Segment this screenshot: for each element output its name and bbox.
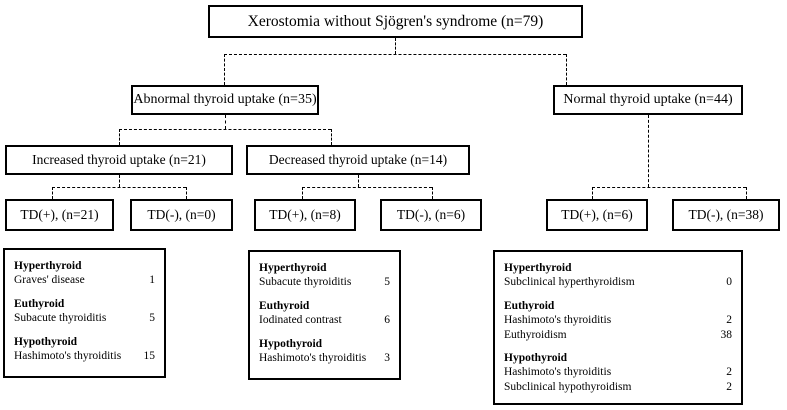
detail-group: Euthyroid Iodinated contrast 6 xyxy=(259,299,390,328)
detail-group-header: Hypothyroid xyxy=(14,335,78,348)
detail-box-normal-td-positive: Hyperthyroid Subclinical hyperthyroidism… xyxy=(493,250,743,405)
detail-group-header: Hyperthyroid xyxy=(259,262,327,274)
detail-group-header: Hypothyroid xyxy=(504,351,568,364)
detail-row: Hashimoto's thyroiditis 3 xyxy=(259,351,390,365)
detail-row-count: 2 xyxy=(726,380,732,393)
detail-group-header: Hyperthyroid xyxy=(14,260,82,272)
detail-box-decreased-td-positive: Hyperthyroid Subacute thyroiditis 5 Euth… xyxy=(248,250,401,380)
detail-group-header: Euthyroid xyxy=(504,299,555,312)
detail-row-name: Hashimoto's thyroiditis xyxy=(259,351,367,364)
detail-row-count: 2 xyxy=(726,366,732,379)
connector-decreased-branch xyxy=(302,187,432,188)
node-normal-thyroid-uptake: Normal thyroid uptake (n=44) xyxy=(553,85,743,115)
connector-normal-stem xyxy=(648,115,649,187)
detail-group: Hyperthyroid Subacute thyroiditis 5 xyxy=(259,261,390,290)
detail-group: Hypothyroid Hashimoto's thyroiditis 15 xyxy=(14,335,155,364)
connector-root-stem xyxy=(395,38,396,54)
detail-row: Hashimoto's thyroiditis 2 xyxy=(504,365,732,379)
detail-group: Hyperthyroid Subclinical hyperthyroidism… xyxy=(504,261,732,290)
detail-row-count: 6 xyxy=(384,314,390,327)
connector-abnormal-to-decreased xyxy=(331,129,332,145)
connector-increased-to-td-positive xyxy=(52,187,53,199)
detail-row: Euthyroidism 38 xyxy=(504,328,732,342)
detail-row-count: 15 xyxy=(143,349,156,362)
detail-row: Hashimoto's thyroiditis 2 xyxy=(504,313,732,327)
detail-group: Hypothyroid Hashimoto's thyroiditis 2 Su… xyxy=(504,351,732,394)
detail-row: Subclinical hyperthyroidism 0 xyxy=(504,275,732,289)
detail-row-name: Graves' disease xyxy=(14,274,85,287)
detail-row-count: 1 xyxy=(149,274,155,287)
connector-decreased-stem xyxy=(358,175,359,187)
detail-row: Subclinical hypothyroidism 2 xyxy=(504,380,732,394)
detail-group-header: Hyperthyroid xyxy=(504,262,572,274)
detail-row: Subacute thyroiditis 5 xyxy=(259,275,390,289)
connector-abnormal-branch xyxy=(119,129,331,130)
detail-row-name: Euthyroidism xyxy=(504,328,567,341)
node-abnormal-thyroid-uptake: Abnormal thyroid uptake (n=35) xyxy=(131,85,319,115)
detail-group-header: Euthyroid xyxy=(14,297,65,310)
detail-group-header: Hypothyroid xyxy=(259,337,323,350)
node-td-positive-decreased: TD(+), (n=8) xyxy=(254,199,356,231)
connector-root-to-normal xyxy=(566,54,567,85)
detail-box-increased-td-positive: Hyperthyroid Graves' disease 1 Euthyroid… xyxy=(3,248,166,378)
detail-row-count: 3 xyxy=(384,351,390,364)
detail-row-name: Subacute thyroiditis xyxy=(14,312,107,325)
detail-row-name: Subclinical hypothyroidism xyxy=(504,380,632,393)
detail-group: Hyperthyroid Graves' disease 1 xyxy=(14,259,155,288)
detail-row-count: 0 xyxy=(726,276,732,289)
connector-abnormal-to-increased xyxy=(119,129,120,145)
node-td-negative-decreased: TD(-), (n=6) xyxy=(380,199,482,231)
detail-row-count: 38 xyxy=(720,328,733,341)
node-td-negative-normal: TD(-), (n=38) xyxy=(672,199,780,231)
detail-row-name: Hashimoto's thyroiditis xyxy=(504,314,612,327)
detail-row-name: Iodinated contrast xyxy=(259,314,342,327)
detail-row-name: Hashimoto's thyroiditis xyxy=(14,349,122,362)
connector-increased-stem xyxy=(119,175,120,187)
detail-row-count: 5 xyxy=(384,276,390,289)
detail-row: Subacute thyroiditis 5 xyxy=(14,311,155,325)
connector-normal-to-td-negative xyxy=(746,187,747,199)
node-root-xerostomia: Xerostomia without Sjögren's syndrome (n… xyxy=(208,5,583,38)
detail-row: Hashimoto's thyroiditis 15 xyxy=(14,349,155,363)
detail-row: Graves' disease 1 xyxy=(14,273,155,287)
connector-increased-to-td-negative xyxy=(186,187,187,199)
detail-group: Euthyroid Subacute thyroiditis 5 xyxy=(14,297,155,326)
connector-abnormal-stem xyxy=(225,115,226,129)
connector-root-branch xyxy=(224,54,566,55)
node-td-positive-increased: TD(+), (n=21) xyxy=(5,199,114,231)
connector-normal-branch xyxy=(592,187,746,188)
detail-row-name: Subclinical hyperthyroidism xyxy=(504,276,635,289)
node-decreased-thyroid-uptake: Decreased thyroid uptake (n=14) xyxy=(246,145,470,175)
node-td-positive-normal: TD(+), (n=6) xyxy=(546,199,648,231)
connector-decreased-to-td-negative xyxy=(432,187,433,199)
detail-group: Euthyroid Hashimoto's thyroiditis 2 Euth… xyxy=(504,299,732,342)
detail-group: Hypothyroid Hashimoto's thyroiditis 3 xyxy=(259,337,390,366)
detail-group-header: Euthyroid xyxy=(259,299,310,312)
connector-decreased-to-td-positive xyxy=(302,187,303,199)
detail-row-name: Hashimoto's thyroiditis xyxy=(504,366,612,379)
connector-root-to-abnormal xyxy=(224,54,225,85)
detail-row-name: Subacute thyroiditis xyxy=(259,276,352,289)
detail-row-count: 2 xyxy=(726,314,732,327)
node-td-negative-increased: TD(-), (n=0) xyxy=(130,199,233,231)
node-increased-thyroid-uptake: Increased thyroid uptake (n=21) xyxy=(5,145,233,175)
connector-normal-to-td-positive xyxy=(592,187,593,199)
connector-increased-branch xyxy=(52,187,186,188)
detail-row: Iodinated contrast 6 xyxy=(259,313,390,327)
detail-row-count: 5 xyxy=(149,312,155,325)
